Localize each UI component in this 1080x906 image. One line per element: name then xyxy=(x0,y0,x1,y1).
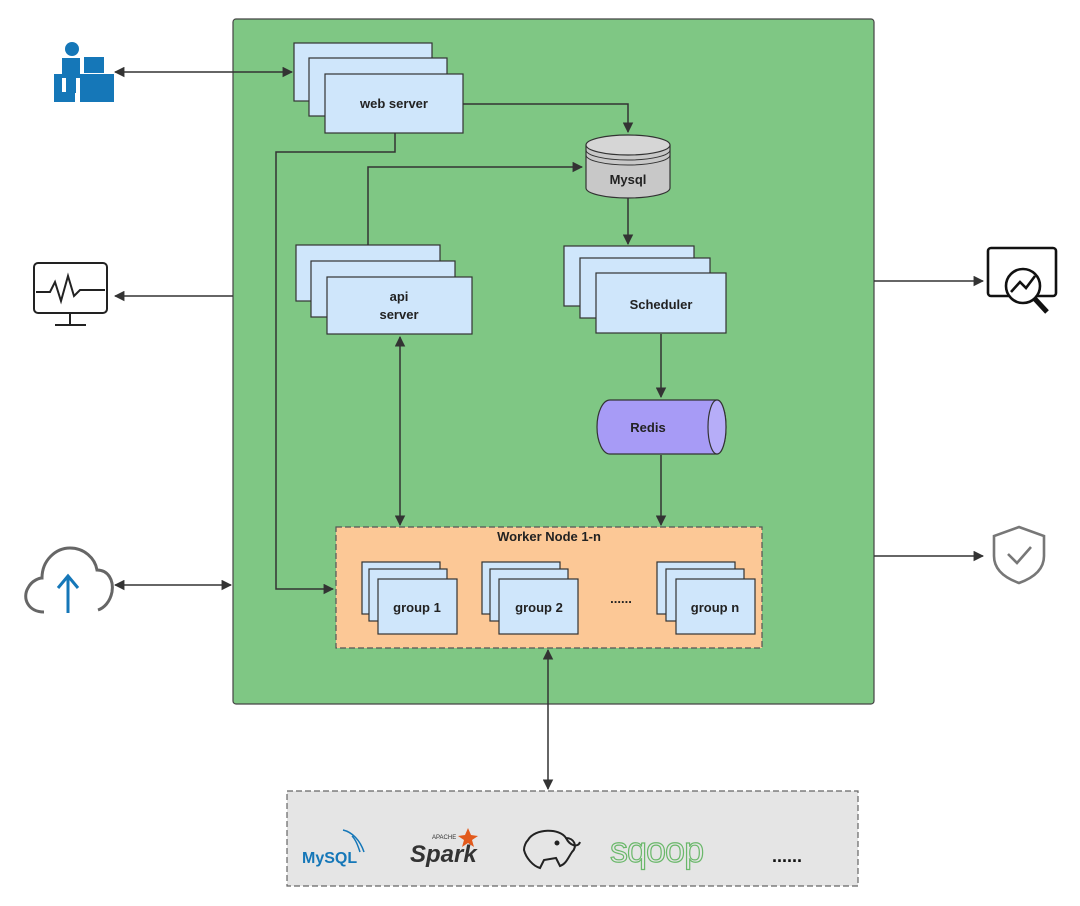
spark-logo-text: Spark xyxy=(410,841,478,868)
mysql-logo-text: MySQL xyxy=(302,850,357,867)
api-to-mysql-arrow xyxy=(367,161,584,245)
worker-node-title: Worker Node 1-n xyxy=(497,529,601,544)
worker-ellipsis: ...... xyxy=(610,591,632,606)
web-to-worker-arrow xyxy=(275,133,396,595)
hive-elephant-icon xyxy=(522,829,581,870)
mysql-label: Mysql xyxy=(610,172,647,187)
datasource-container xyxy=(286,790,859,887)
api-server-label-1: api xyxy=(390,289,409,304)
group-n-label: group n xyxy=(691,600,739,615)
api-server-stack: api server xyxy=(295,244,473,335)
group-1-stack: group 1 xyxy=(361,561,458,635)
scheduler-label: Scheduler xyxy=(630,297,693,312)
group-2-label: group 2 xyxy=(515,600,563,615)
group-2-stack: group 2 xyxy=(481,561,579,635)
analytics-search-icon xyxy=(986,246,1058,314)
spark-logo: APACHE Spark xyxy=(410,828,478,868)
sqoop-logo: sqoop xyxy=(610,829,703,870)
group-n-stack: group n xyxy=(656,561,756,635)
web-to-mysql-arrow xyxy=(463,103,634,134)
group-1-label: group 1 xyxy=(393,600,441,615)
api-server-label-2: server xyxy=(379,307,418,322)
cloud-upload-icon xyxy=(24,546,114,614)
redis-queue: Redis xyxy=(596,399,727,455)
redis-label: Redis xyxy=(630,420,665,435)
web-server-stack: web server xyxy=(293,42,464,134)
scheduler-stack: Scheduler xyxy=(563,245,727,334)
shield-check-icon xyxy=(992,525,1046,585)
monitor-icon xyxy=(33,262,108,326)
mysql-logo: MySQL xyxy=(302,829,365,867)
datasource-ellipsis: ...... xyxy=(772,846,802,866)
spark-logo-small: APACHE xyxy=(432,835,456,841)
web-server-label: web server xyxy=(359,96,428,111)
user-workstation-icon xyxy=(54,42,114,102)
mysql-db: Mysql xyxy=(585,134,671,199)
